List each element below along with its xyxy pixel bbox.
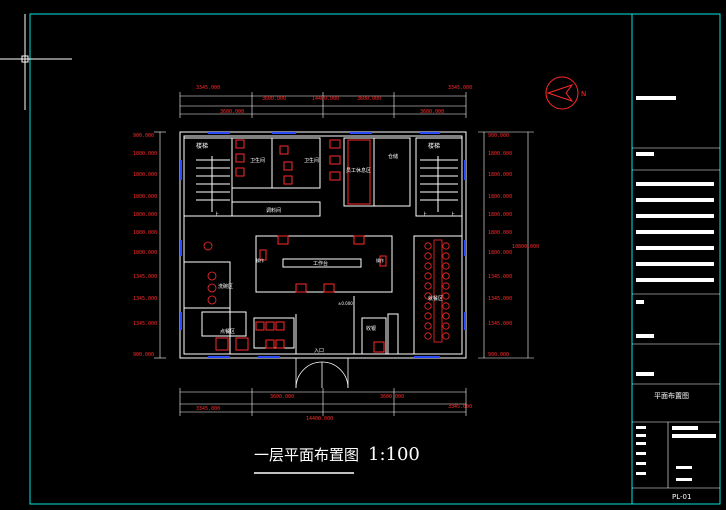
dim-left-0: 900.000 — [133, 133, 154, 139]
room-toilet-right: 卫生间 — [304, 157, 319, 164]
dim-right-2: 1800.000 — [488, 172, 512, 178]
title-block-panel — [632, 147, 720, 489]
elevation-mark: ±0.000 — [338, 301, 353, 306]
room-stair-left: 楼梯 — [196, 142, 208, 150]
dim-left-4: 1800.000 — [133, 212, 157, 218]
tb-row-1: 目 — [672, 203, 677, 209]
dim-top-3: 3345.000 — [448, 85, 472, 91]
dim-left-8: 1345.000 — [133, 296, 157, 302]
up-mark-right-b: 上 — [450, 211, 455, 218]
furniture-red — [215, 139, 387, 353]
dim-left-10: 900.000 — [133, 352, 154, 358]
dim-top-4: 3600.000 — [220, 109, 244, 115]
room-prep: 调料间 — [266, 207, 281, 214]
room-storage: 仓储 — [388, 153, 398, 160]
dim-right-10: 900.000 — [488, 352, 509, 358]
dim-right-4: 1800.000 — [488, 212, 512, 218]
left-dim-labels: 900.000 1800.000 1800.000 1800.000 1800.… — [133, 133, 157, 358]
dim-top-1: 3345.000 — [196, 85, 220, 91]
room-toilet-left: 卫生间 — [250, 157, 265, 164]
dim-top-6: 3600.000 — [357, 96, 381, 102]
north-label: N — [581, 90, 586, 98]
dim-right-3: 1800.000 — [488, 194, 512, 200]
bottom-dimensions — [179, 388, 467, 416]
dim-bot-1: 3345.000 — [196, 406, 220, 412]
room-right-zone: 就餐区 — [428, 295, 443, 302]
tb-row-5: 号 — [672, 267, 677, 273]
room-labels: 楼梯 楼梯 卫生间 卫生间 员工休息区 仓储 调料间 工作台 操作 操作 洗碗区… — [196, 142, 455, 354]
dim-left-2: 1800.000 — [133, 172, 157, 178]
right-dim-labels: 900.000 1800.000 1800.000 1800.000 1800.… — [488, 133, 539, 358]
crosshair-cursor — [0, 14, 72, 110]
room-stair-right: 楼梯 — [428, 142, 440, 150]
tb-row-2: 名 — [672, 218, 677, 225]
room-bottom-area: 点餐区 — [220, 328, 235, 335]
dim-right-5: 1800.000 — [488, 230, 512, 236]
dim-bot-total: 14400.000 — [306, 416, 333, 422]
dim-right-total: 10800.000 — [512, 244, 539, 250]
dim-left-5: 1800.000 — [133, 230, 157, 236]
dim-top-total: 14400.000 — [312, 96, 339, 102]
tb-row-4: 图 — [672, 251, 677, 257]
dim-bot-2: 3600.000 — [270, 394, 294, 400]
dim-right-8: 1345.000 — [488, 296, 512, 302]
drawing-main-title: 一层平面布置图 — [254, 446, 359, 464]
sheet-number: PL-01 — [672, 493, 691, 501]
dim-left-1: 1800.000 — [133, 151, 157, 157]
tb-row-0: 项 — [672, 187, 677, 193]
top-dimensions — [179, 92, 467, 118]
dim-bot-4: 3345.000 — [448, 404, 472, 410]
dim-right-0: 900.000 — [488, 133, 509, 139]
room-work-left: 操作 — [256, 257, 264, 263]
entrance-door — [295, 358, 349, 389]
sheet-frame — [29, 13, 721, 505]
windows-blue — [180, 132, 466, 358]
dim-left-6: 1800.000 — [133, 250, 157, 256]
dim-right-9: 1345.000 — [488, 321, 512, 327]
up-mark-right-a: 上 — [422, 211, 427, 218]
room-work-counter: 工作台 — [313, 260, 328, 267]
north-arrow-icon: N — [545, 76, 586, 110]
right-dimensions — [478, 131, 534, 359]
title-block-bars — [636, 96, 716, 481]
dim-left-9: 1345.000 — [133, 321, 157, 327]
left-dimensions — [154, 131, 166, 359]
dim-right-6: 1800.000 — [488, 250, 512, 256]
dim-top-7: 3600.000 — [420, 109, 444, 115]
room-work-right: 操作 — [376, 257, 384, 263]
room-cashier: 收银 — [366, 325, 376, 332]
drawing-title-block: 一层平面布置图 1:100 — [254, 444, 420, 474]
sheet-title: 平面布置图 — [654, 391, 689, 400]
dim-bot-3: 3600.000 — [380, 394, 404, 400]
room-left-zone: 洗碗区 — [218, 283, 233, 290]
dim-right-7: 1345.000 — [488, 274, 512, 280]
tb-row-3: 称 — [672, 234, 677, 241]
title-block-rows: 项 目 名 称 图 号 — [672, 187, 677, 273]
drawing-scale: 1:100 — [368, 444, 420, 465]
dim-left-7: 1345.000 — [133, 274, 157, 280]
dim-right-1: 1800.000 — [488, 151, 512, 157]
room-entrance: 入口 — [314, 348, 324, 354]
dim-left-3: 1800.000 — [133, 194, 157, 200]
room-staff-rest: 员工休息区 — [346, 167, 371, 174]
dim-top-5: 3600.000 — [262, 96, 286, 102]
dining-chairs — [203, 239, 450, 343]
up-mark-left: 上 — [214, 211, 219, 218]
